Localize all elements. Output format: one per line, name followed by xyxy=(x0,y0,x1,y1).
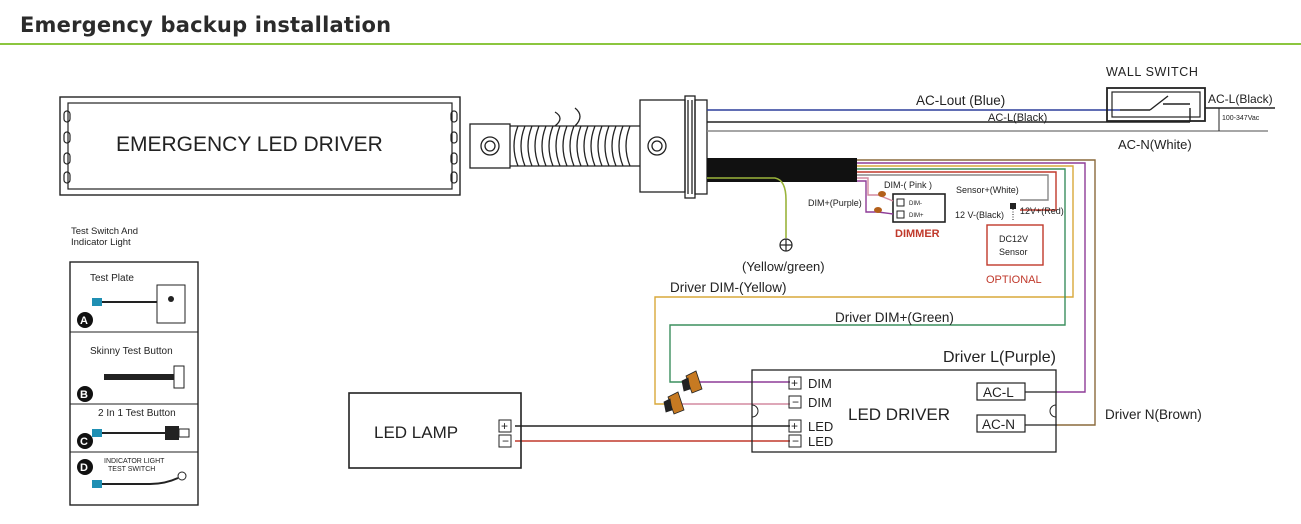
led-driver-label: LED DRIVER xyxy=(848,405,950,424)
sensor-line1: DC12V xyxy=(999,234,1028,244)
dimmer-title: DIMMER xyxy=(895,228,940,240)
ac-n-terminal: AC-N xyxy=(982,417,1015,432)
driver-n-label: Driver N(Brown) xyxy=(1105,407,1202,422)
svg-text:−: − xyxy=(792,395,799,409)
driver-led-minus-terminal: LED xyxy=(808,434,833,449)
svg-text:+: + xyxy=(501,419,508,433)
switch-ac-n-label: AC-N(White) xyxy=(1118,137,1192,152)
test-item-b-letter: B xyxy=(80,389,88,401)
led-lamp-label: LED LAMP xyxy=(374,423,458,442)
dimmer: DIM- DIM+ DIM-( Pink ) DIM+(Purple) DIMM… xyxy=(808,180,946,240)
sensor-plus-label: Sensor+(White) xyxy=(956,185,1019,195)
test-item-c-label: 2 In 1 Test Button xyxy=(98,408,176,419)
voltage-label: 100-347Vac xyxy=(1222,115,1260,122)
title-divider xyxy=(0,43,1301,45)
wall-switch-title: WALL SWITCH xyxy=(1106,65,1198,79)
switch-ac-l-label: AC-L(Black) xyxy=(1208,92,1273,106)
driver-l-label: Driver L(Purple) xyxy=(943,349,1056,366)
emergency-led-driver: EMERGENCY LED DRIVER xyxy=(59,96,461,196)
wire-nuts xyxy=(663,370,703,415)
sensor-optional: OPTIONAL xyxy=(986,274,1042,286)
sensor-12v-minus-label: 12 V-(Black) xyxy=(955,210,1004,220)
test-switch-panel: Test Switch And Indicator Light Test Pla… xyxy=(69,226,199,506)
test-item-b-label: Skinny Test Button xyxy=(90,346,173,357)
dim-plus-purple-label: DIM+(Purple) xyxy=(808,198,862,208)
led-driver: + − + − DIM DIM LED LED LED DRIVER AC-L … xyxy=(751,369,1057,453)
wire-ground xyxy=(707,177,787,238)
ground-wire-label: (Yellow/green) xyxy=(742,259,825,274)
test-panel-title-2: Indicator Light xyxy=(71,237,131,248)
wire-driver-n-brown xyxy=(857,159,1096,426)
test-item-d-label-2: TEST SWITCH xyxy=(108,466,155,473)
test-item-a-letter: A xyxy=(80,315,88,327)
driver-dim-plus-label: Driver DIM+(Green) xyxy=(835,310,954,325)
sensor-12v-plus-label: 12V+(Red) xyxy=(1020,206,1064,216)
wires xyxy=(515,108,1268,442)
ac-l-black-label: AC-L(Black) xyxy=(988,112,1047,124)
test-panel-title-1: Test Switch And xyxy=(71,226,138,237)
svg-text:−: − xyxy=(502,434,509,448)
wire-driver-l-purple xyxy=(857,162,1086,393)
driver-dim-minus-label: Driver DIM-(Yellow) xyxy=(670,280,787,295)
dimmer-term-plus: DIM+ xyxy=(909,213,924,219)
emergency-driver-label: EMERGENCY LED DRIVER xyxy=(116,133,383,156)
test-item-d-letter: D xyxy=(80,462,88,474)
page-title: Emergency backup installation xyxy=(20,13,392,37)
conduit xyxy=(469,95,708,199)
led-lamp: + − LED LAMP xyxy=(348,392,522,469)
test-item-c-letter: C xyxy=(80,436,88,448)
driver-led-plus-terminal: LED xyxy=(808,419,833,434)
ac-lout-blue-label: AC-Lout (Blue) xyxy=(916,93,1005,108)
dim-minus-pink-label: DIM-( Pink ) xyxy=(884,180,932,190)
svg-text:+: + xyxy=(791,419,798,433)
test-item-d-label-1: INDICATOR LIGHT xyxy=(104,458,165,465)
driver-dim-minus-terminal: DIM xyxy=(808,395,832,410)
wire-dim-minus-yellow xyxy=(654,165,1074,405)
ac-l-terminal: AC-L xyxy=(983,385,1014,400)
sensor-line2: Sensor xyxy=(999,247,1028,257)
driver-dim-plus-terminal: DIM xyxy=(808,376,832,391)
svg-text:+: + xyxy=(791,376,798,390)
test-item-a-label: Test Plate xyxy=(90,273,134,284)
dimmer-term-minus: DIM- xyxy=(909,201,922,207)
wall-switch: WALL SWITCH AC-L(Black) 100-347Vac AC-N(… xyxy=(1106,65,1275,152)
svg-text:−: − xyxy=(792,434,799,448)
wire-dim-plus-green xyxy=(669,168,1066,383)
ground-icon xyxy=(779,238,793,252)
sensor: Sensor+(White) 12V+(Red) 12 V-(Black) DC… xyxy=(955,185,1064,286)
